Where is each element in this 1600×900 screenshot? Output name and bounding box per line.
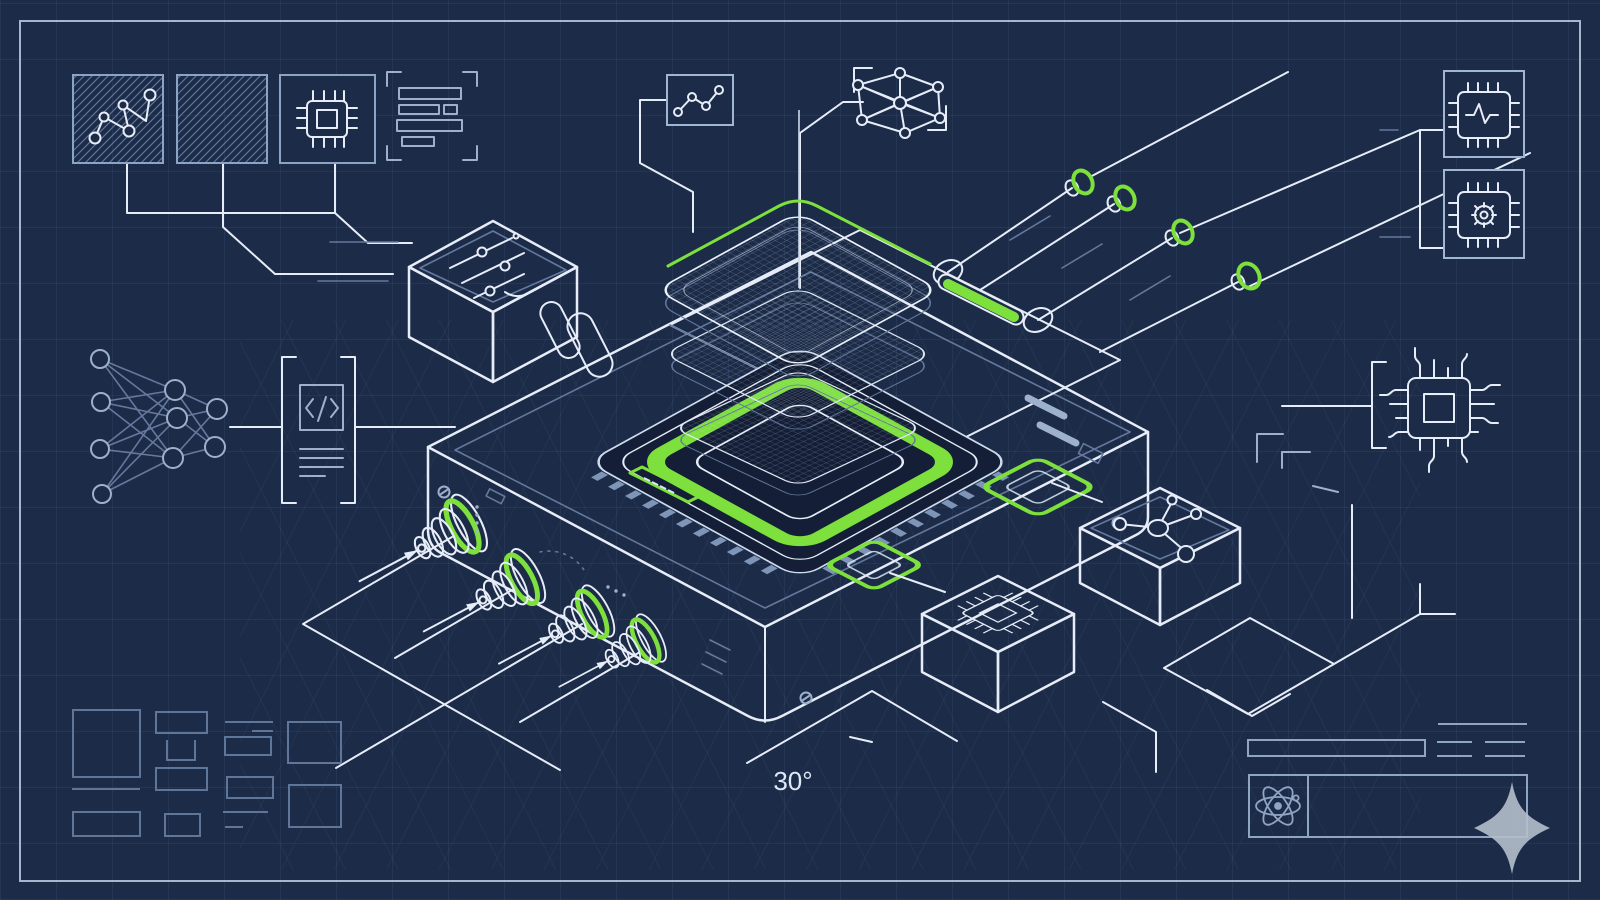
line-chart-callout	[639, 74, 734, 233]
green-port-1	[983, 458, 1093, 516]
knob	[345, 490, 494, 609]
frame-border	[19, 20, 1581, 882]
chip-box-gear	[1443, 169, 1525, 259]
panel-detail	[475, 488, 626, 597]
text-lines-icon	[396, 87, 463, 147]
line-chart-icon	[673, 85, 724, 117]
angle-label: 30°	[773, 766, 812, 796]
title-block	[1247, 723, 1528, 838]
feature-tile-chip	[279, 74, 376, 164]
green-chevron	[666, 199, 932, 268]
atom-icon	[1255, 786, 1301, 826]
feature-tile-hatched	[176, 74, 268, 164]
green-status-bar	[937, 273, 1025, 326]
circuit-chip-callout	[1256, 347, 1501, 493]
mesh-layer-bottom	[680, 372, 916, 496]
molecule-icon	[1113, 494, 1202, 563]
neural-network-diagram	[90, 349, 228, 504]
network-mesh-callout	[799, 67, 947, 289]
io-pins	[932, 168, 1262, 353]
code-block-icon	[305, 396, 339, 422]
mesh-layer-top	[664, 110, 932, 377]
cpu-chip-icon	[296, 90, 358, 148]
node-graph-icon	[88, 88, 157, 145]
gear-chip-icon	[1448, 182, 1520, 248]
pin-tip	[1064, 168, 1262, 291]
sparkle-icon	[1474, 782, 1550, 874]
chip-box-pulse	[1443, 70, 1525, 158]
module-cube-molecule	[1051, 482, 1242, 627]
sliders-icon	[449, 232, 528, 299]
front-panel-knobs	[345, 489, 672, 710]
module-cube-chip	[889, 572, 1076, 714]
green-indicator	[628, 465, 702, 504]
module-cube-sliders	[407, 219, 579, 384]
angle-dimension: 30°	[746, 690, 958, 796]
ground-traces	[302, 504, 1456, 773]
legend-rects	[72, 709, 342, 837]
code-panel	[229, 356, 456, 504]
knob	[486, 581, 621, 689]
microchip-icon	[957, 592, 1039, 634]
feature-tile-node-graph	[72, 74, 164, 164]
green-port-2	[827, 540, 921, 590]
tile-connector-lines	[126, 162, 413, 282]
circuit-chip-icon	[1379, 347, 1501, 473]
pulse-chip-icon	[1448, 82, 1520, 148]
knob	[410, 544, 552, 658]
deck-fins	[539, 301, 614, 378]
network-mesh-icon	[852, 67, 946, 139]
corner-marks	[1256, 433, 1339, 493]
feature-tile-text-lines	[386, 71, 478, 161]
